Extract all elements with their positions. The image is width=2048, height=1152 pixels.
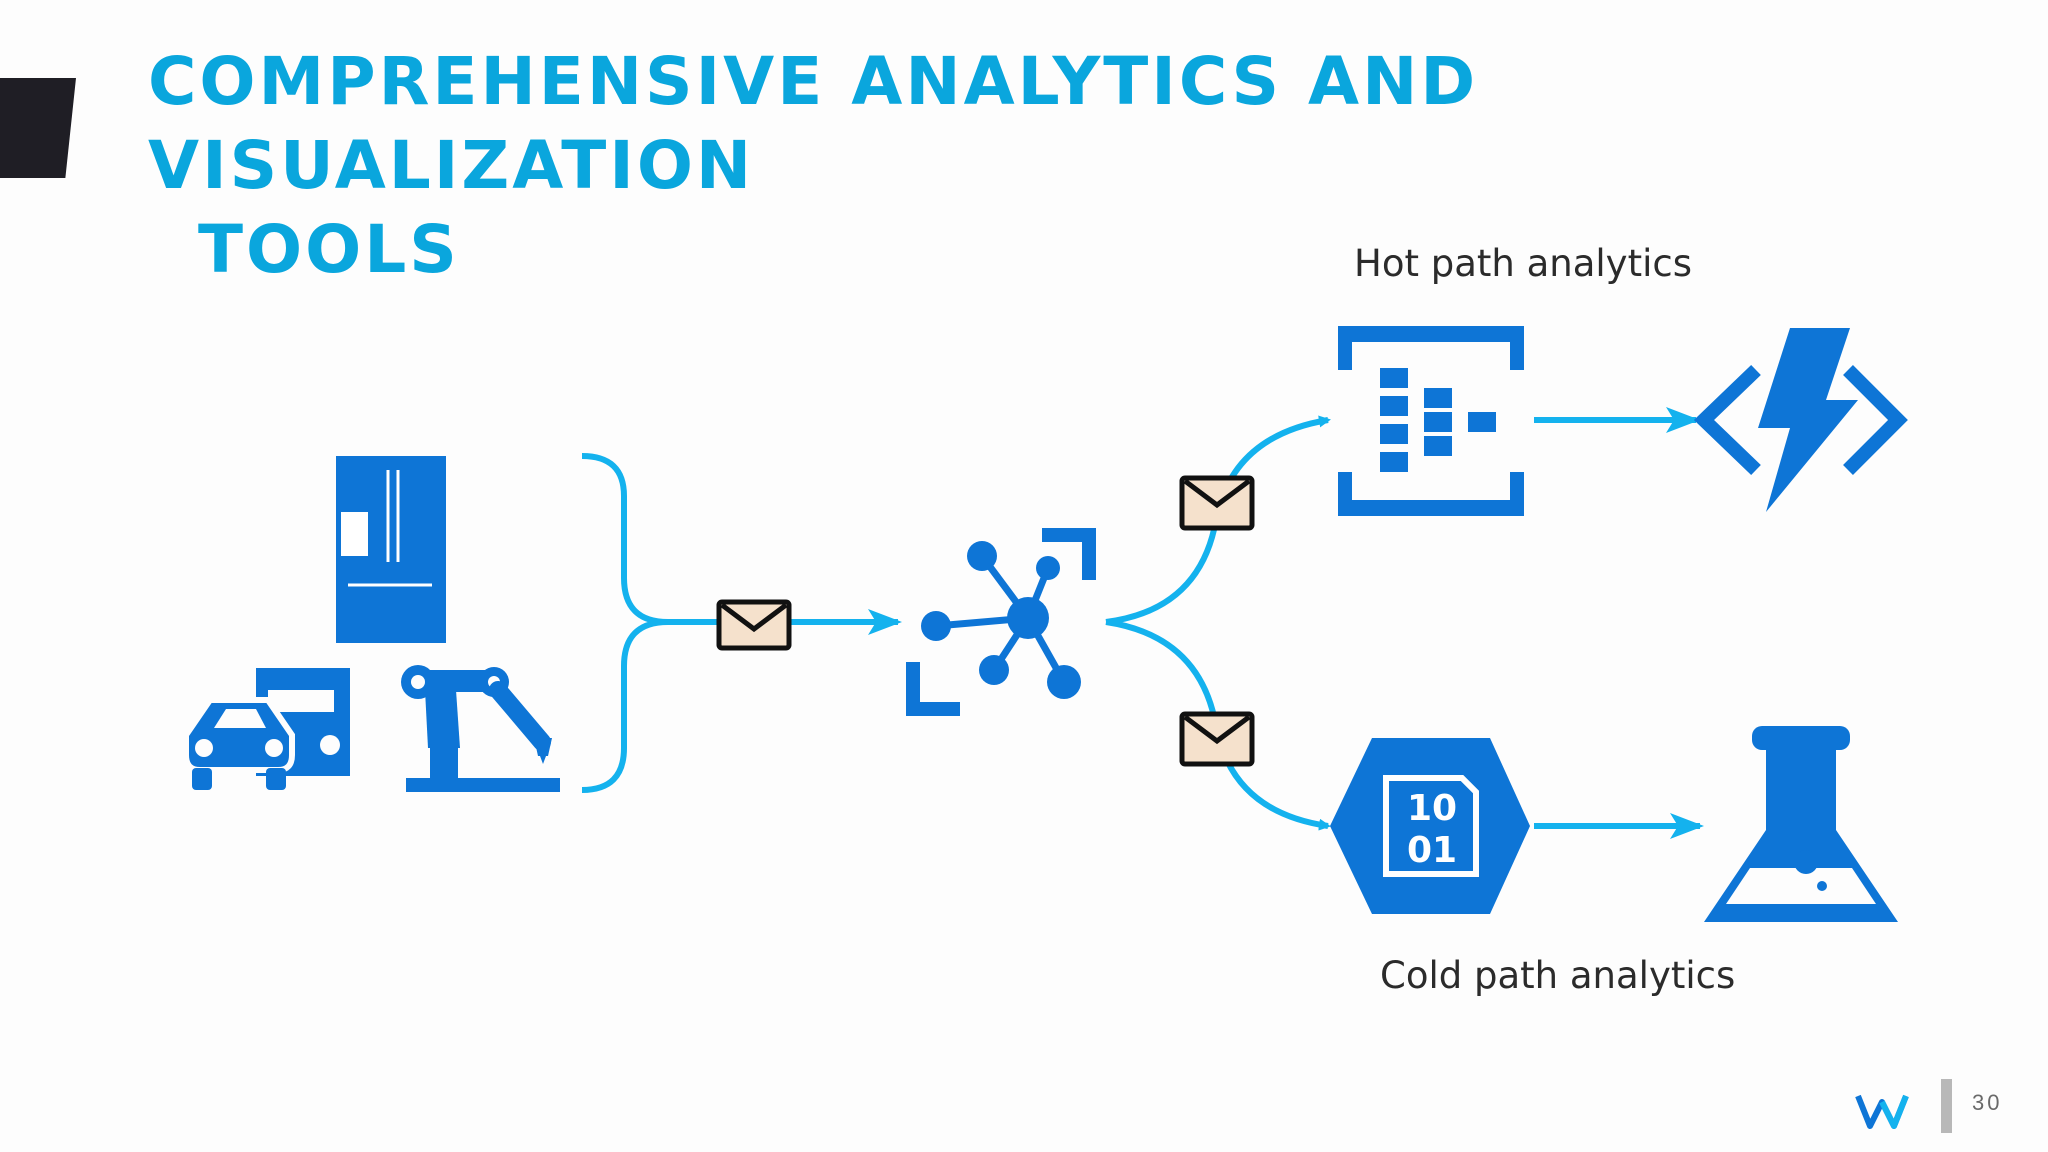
azure-functions-icon xyxy=(1693,328,1908,512)
page-number: 30 xyxy=(1972,1090,2003,1115)
slide-title: COMPREHENSIVE ANALYTICS AND VISUALIZATIO… xyxy=(148,40,2048,292)
message-envelope-icon xyxy=(1179,475,1255,531)
logo-w-icon xyxy=(1855,1094,1909,1129)
car-icon xyxy=(183,697,295,790)
cold-path-label: Cold path analytics xyxy=(1380,954,1736,997)
stream-analytics-icon xyxy=(1338,326,1524,516)
slide-title-line2: TOOLS xyxy=(198,211,460,288)
message-envelope-icon xyxy=(1179,711,1255,767)
storage-bits-top: 10 xyxy=(1407,788,1457,829)
robot-arm-icon xyxy=(401,665,560,792)
hot-path-label: Hot path analytics xyxy=(1354,242,1692,285)
footer-divider xyxy=(1941,1079,1952,1133)
device-group-brace xyxy=(581,453,669,793)
machine-learning-flask-icon xyxy=(1704,726,1898,922)
storage-bits-bottom: 01 xyxy=(1407,830,1457,871)
message-envelope-icon xyxy=(716,599,792,651)
corner-accent-block xyxy=(0,78,76,178)
iot-hub-icon xyxy=(906,528,1096,716)
blob-storage-icon: 10 01 xyxy=(1330,738,1530,914)
slide-title-line1: COMPREHENSIVE ANALYTICS AND VISUALIZATIO… xyxy=(148,43,1479,204)
refrigerator-icon xyxy=(336,456,446,643)
